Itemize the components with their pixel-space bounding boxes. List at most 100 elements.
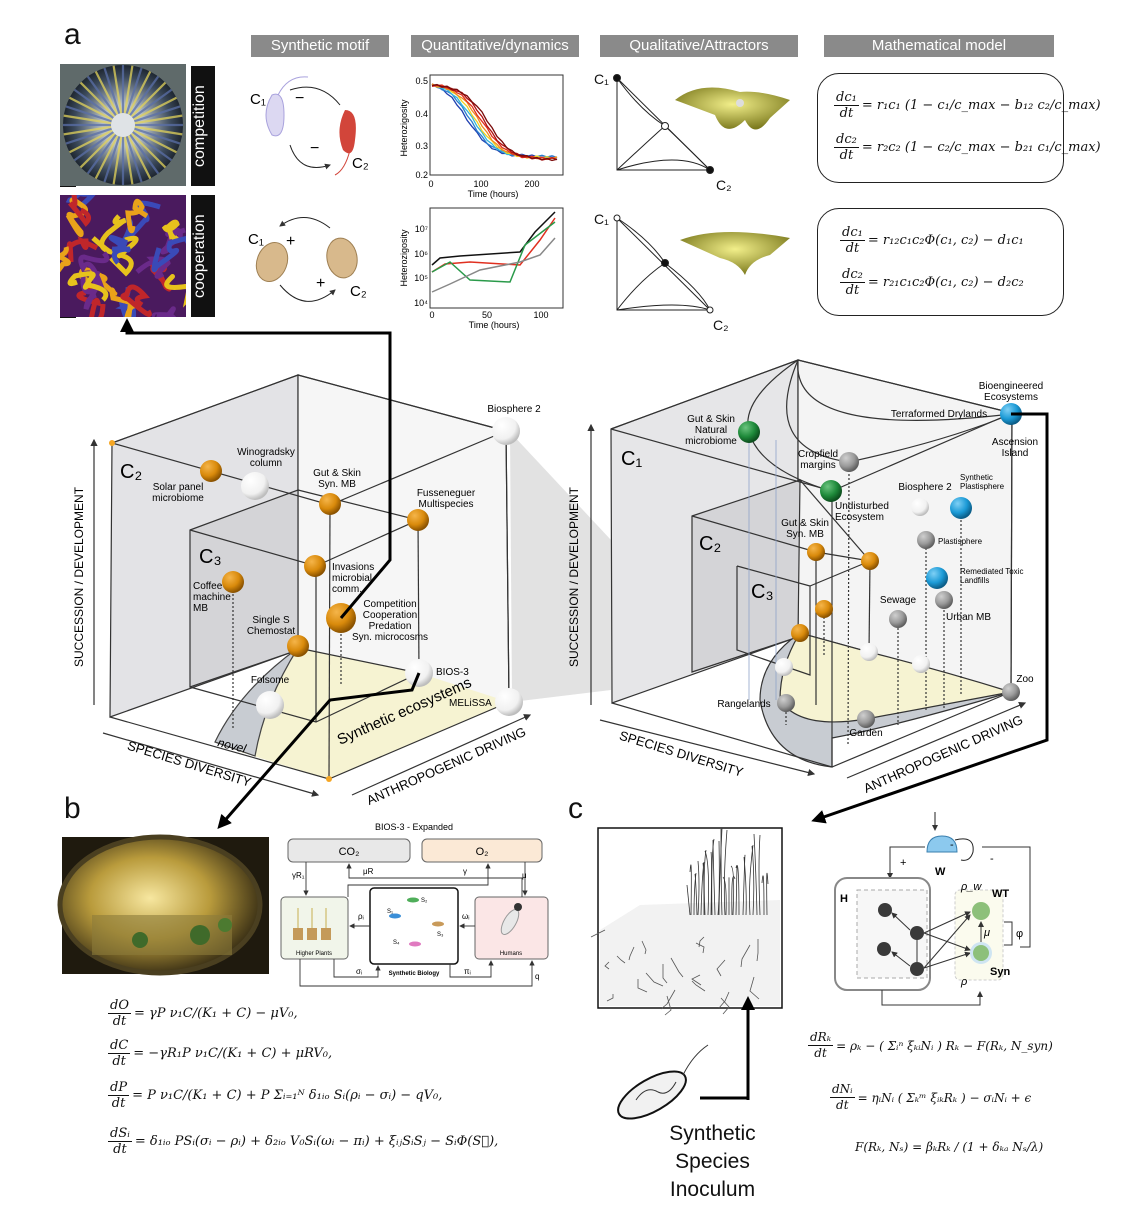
- crack-line: [718, 991, 730, 1009]
- dynamics-curve: [431, 83, 558, 160]
- grass-blade: [702, 862, 705, 916]
- grass-blade: [711, 838, 715, 916]
- right-node-label: Biosphere 2: [898, 482, 952, 493]
- projection-fan: [510, 432, 611, 702]
- colony-streak: [39, 154, 60, 195]
- xtick: 200: [524, 179, 539, 189]
- label-rho: ρ: [960, 976, 967, 988]
- right-node: Zoo: [1002, 674, 1034, 701]
- motif2-plus2: +: [316, 275, 325, 292]
- eq-rhs: = ηᵢNᵢ ( Σₖᵐ ξᵢₖRₖ ) − σᵢNᵢ + ϵ: [857, 1090, 1032, 1105]
- crack-line: [606, 994, 614, 1002]
- crack-line: [749, 976, 760, 1000]
- eq-lhs-num: dC: [108, 1038, 131, 1054]
- crack-line: [641, 940, 647, 955]
- attractor-label-c1: C₁: [594, 211, 609, 227]
- eq-lhs-num: dP: [108, 1080, 130, 1096]
- colony-streak: [67, 271, 109, 302]
- right-node-label: microbiome: [685, 436, 737, 447]
- attractor-label-c2: C₂: [713, 317, 729, 333]
- eq-lhs-den: dt: [112, 1014, 127, 1029]
- left-node-label: Cooperation: [363, 610, 417, 621]
- eq-lhs-den: dt: [111, 1096, 126, 1111]
- label-mu: μ: [983, 927, 990, 939]
- white-sphere-icon: [495, 688, 523, 716]
- crack-line: [616, 955, 626, 964]
- eq-rhs: = δ₁ᵢₒ PSᵢ(σᵢ − ρᵢ) + δ₂ᵢₒ V₀Sᵢ(ωᵢ − πᵢ)…: [134, 1134, 499, 1149]
- crack-line: [590, 929, 606, 938]
- bacterium-icon: [617, 1044, 709, 1120]
- ytick: 0.4: [415, 109, 428, 119]
- plot-cooperation: 10⁷ 10⁶ 10⁵ 10⁴ 0 50 100 Time (hours) He…: [399, 207, 564, 330]
- left-region-c3: C₃: [199, 546, 222, 568]
- right-node-label: Rangelands: [717, 699, 770, 710]
- eq-lhs-num: dc₂: [840, 267, 865, 283]
- phase-portrait-cooperation: C₁ C₂: [594, 211, 790, 333]
- arrow-label-muR: μR: [363, 867, 374, 876]
- motif2-c1: C₁: [248, 231, 264, 248]
- cube-left: [90, 374, 532, 797]
- dynamics-curve: [431, 237, 556, 293]
- panel-label-c: c: [568, 792, 583, 825]
- bios3-title: BIOS-3 - Expanded: [375, 822, 453, 832]
- crack-line: [691, 980, 706, 992]
- eq-rhs: = r₂₁c₁c₂Φ(c₁, c₂) − d₂c₂: [867, 275, 1024, 290]
- arrow-label-omega: ωᵢ: [462, 912, 470, 921]
- right-node-label: Gut & Skin: [687, 414, 735, 425]
- left-node-label: microbial: [332, 573, 372, 584]
- right-node: Rangelands: [717, 694, 795, 712]
- crack-line: [740, 944, 751, 968]
- connector-arrow-to-panel-a: [120, 318, 392, 619]
- motif2-plus1: +: [286, 233, 295, 250]
- ylabel: Heterozigosity: [399, 229, 409, 287]
- right-axis-diversity: SPECIES DIVERSITY: [618, 728, 746, 780]
- left-node-label: Chemostat: [247, 626, 296, 637]
- green-sphere-icon: [738, 421, 760, 443]
- white-sphere-icon: [241, 472, 269, 500]
- left-node-label: Winogradsky: [237, 447, 295, 458]
- arrow-label-sigma: σᵢ: [356, 967, 362, 976]
- motif1-minus1: −: [295, 90, 304, 107]
- white-sphere-icon: [911, 498, 929, 516]
- header-quantitative: Quantitative/dynamics: [411, 35, 579, 57]
- right-axis-succession: SUCCESSION / DEVELOPMENT: [567, 486, 581, 667]
- right-node-label: Zoo: [1016, 674, 1034, 685]
- arrow-label-gamma: γ: [463, 867, 467, 876]
- right-region-c1: C₁: [621, 448, 642, 470]
- species-s1: S₁: [387, 909, 393, 915]
- grass-blade: [697, 860, 700, 916]
- eq-lhs-den: dt: [845, 283, 860, 298]
- xlabel: Time (hours): [468, 189, 519, 199]
- right-node-label: Ecosystem: [835, 512, 884, 523]
- white-sphere-icon: [256, 691, 284, 719]
- left-node-label: Biosphere 2: [487, 404, 541, 415]
- crack-line: [691, 974, 702, 986]
- crack-line: [664, 995, 672, 1016]
- white-sphere-icon: [492, 417, 520, 445]
- orange-sphere-icon: [807, 543, 825, 561]
- crack-line: [660, 989, 676, 1010]
- grass-blade: [718, 827, 723, 916]
- ytick: 0.3: [415, 141, 428, 151]
- right-node-label: Remediated Toxic: [960, 567, 1023, 576]
- bios3-diagram: BIOS-3 - Expanded CO₂ O₂ Higher Plants S…: [280, 822, 549, 987]
- grass-blade: [712, 839, 716, 916]
- label-rho-w: ρ_w: [960, 881, 982, 893]
- motif1-c2: C₂: [352, 155, 369, 172]
- ytick: 10⁷: [415, 224, 428, 234]
- box-co2: CO₂: [339, 846, 360, 858]
- eq-lhs-den: dt: [839, 148, 854, 163]
- right-node-label: Undisturbed: [835, 501, 889, 512]
- network-diagram: W H WT Syn ρ_w ρ μ φ + - -: [834, 812, 1031, 1006]
- right-node: Garden: [849, 710, 883, 739]
- left-node-label: Invasions: [332, 562, 374, 573]
- grass-blade: [761, 875, 765, 916]
- right-node: [912, 655, 930, 673]
- left-node-label: Gut & Skin: [313, 468, 361, 479]
- orange-sphere-icon: [222, 571, 244, 593]
